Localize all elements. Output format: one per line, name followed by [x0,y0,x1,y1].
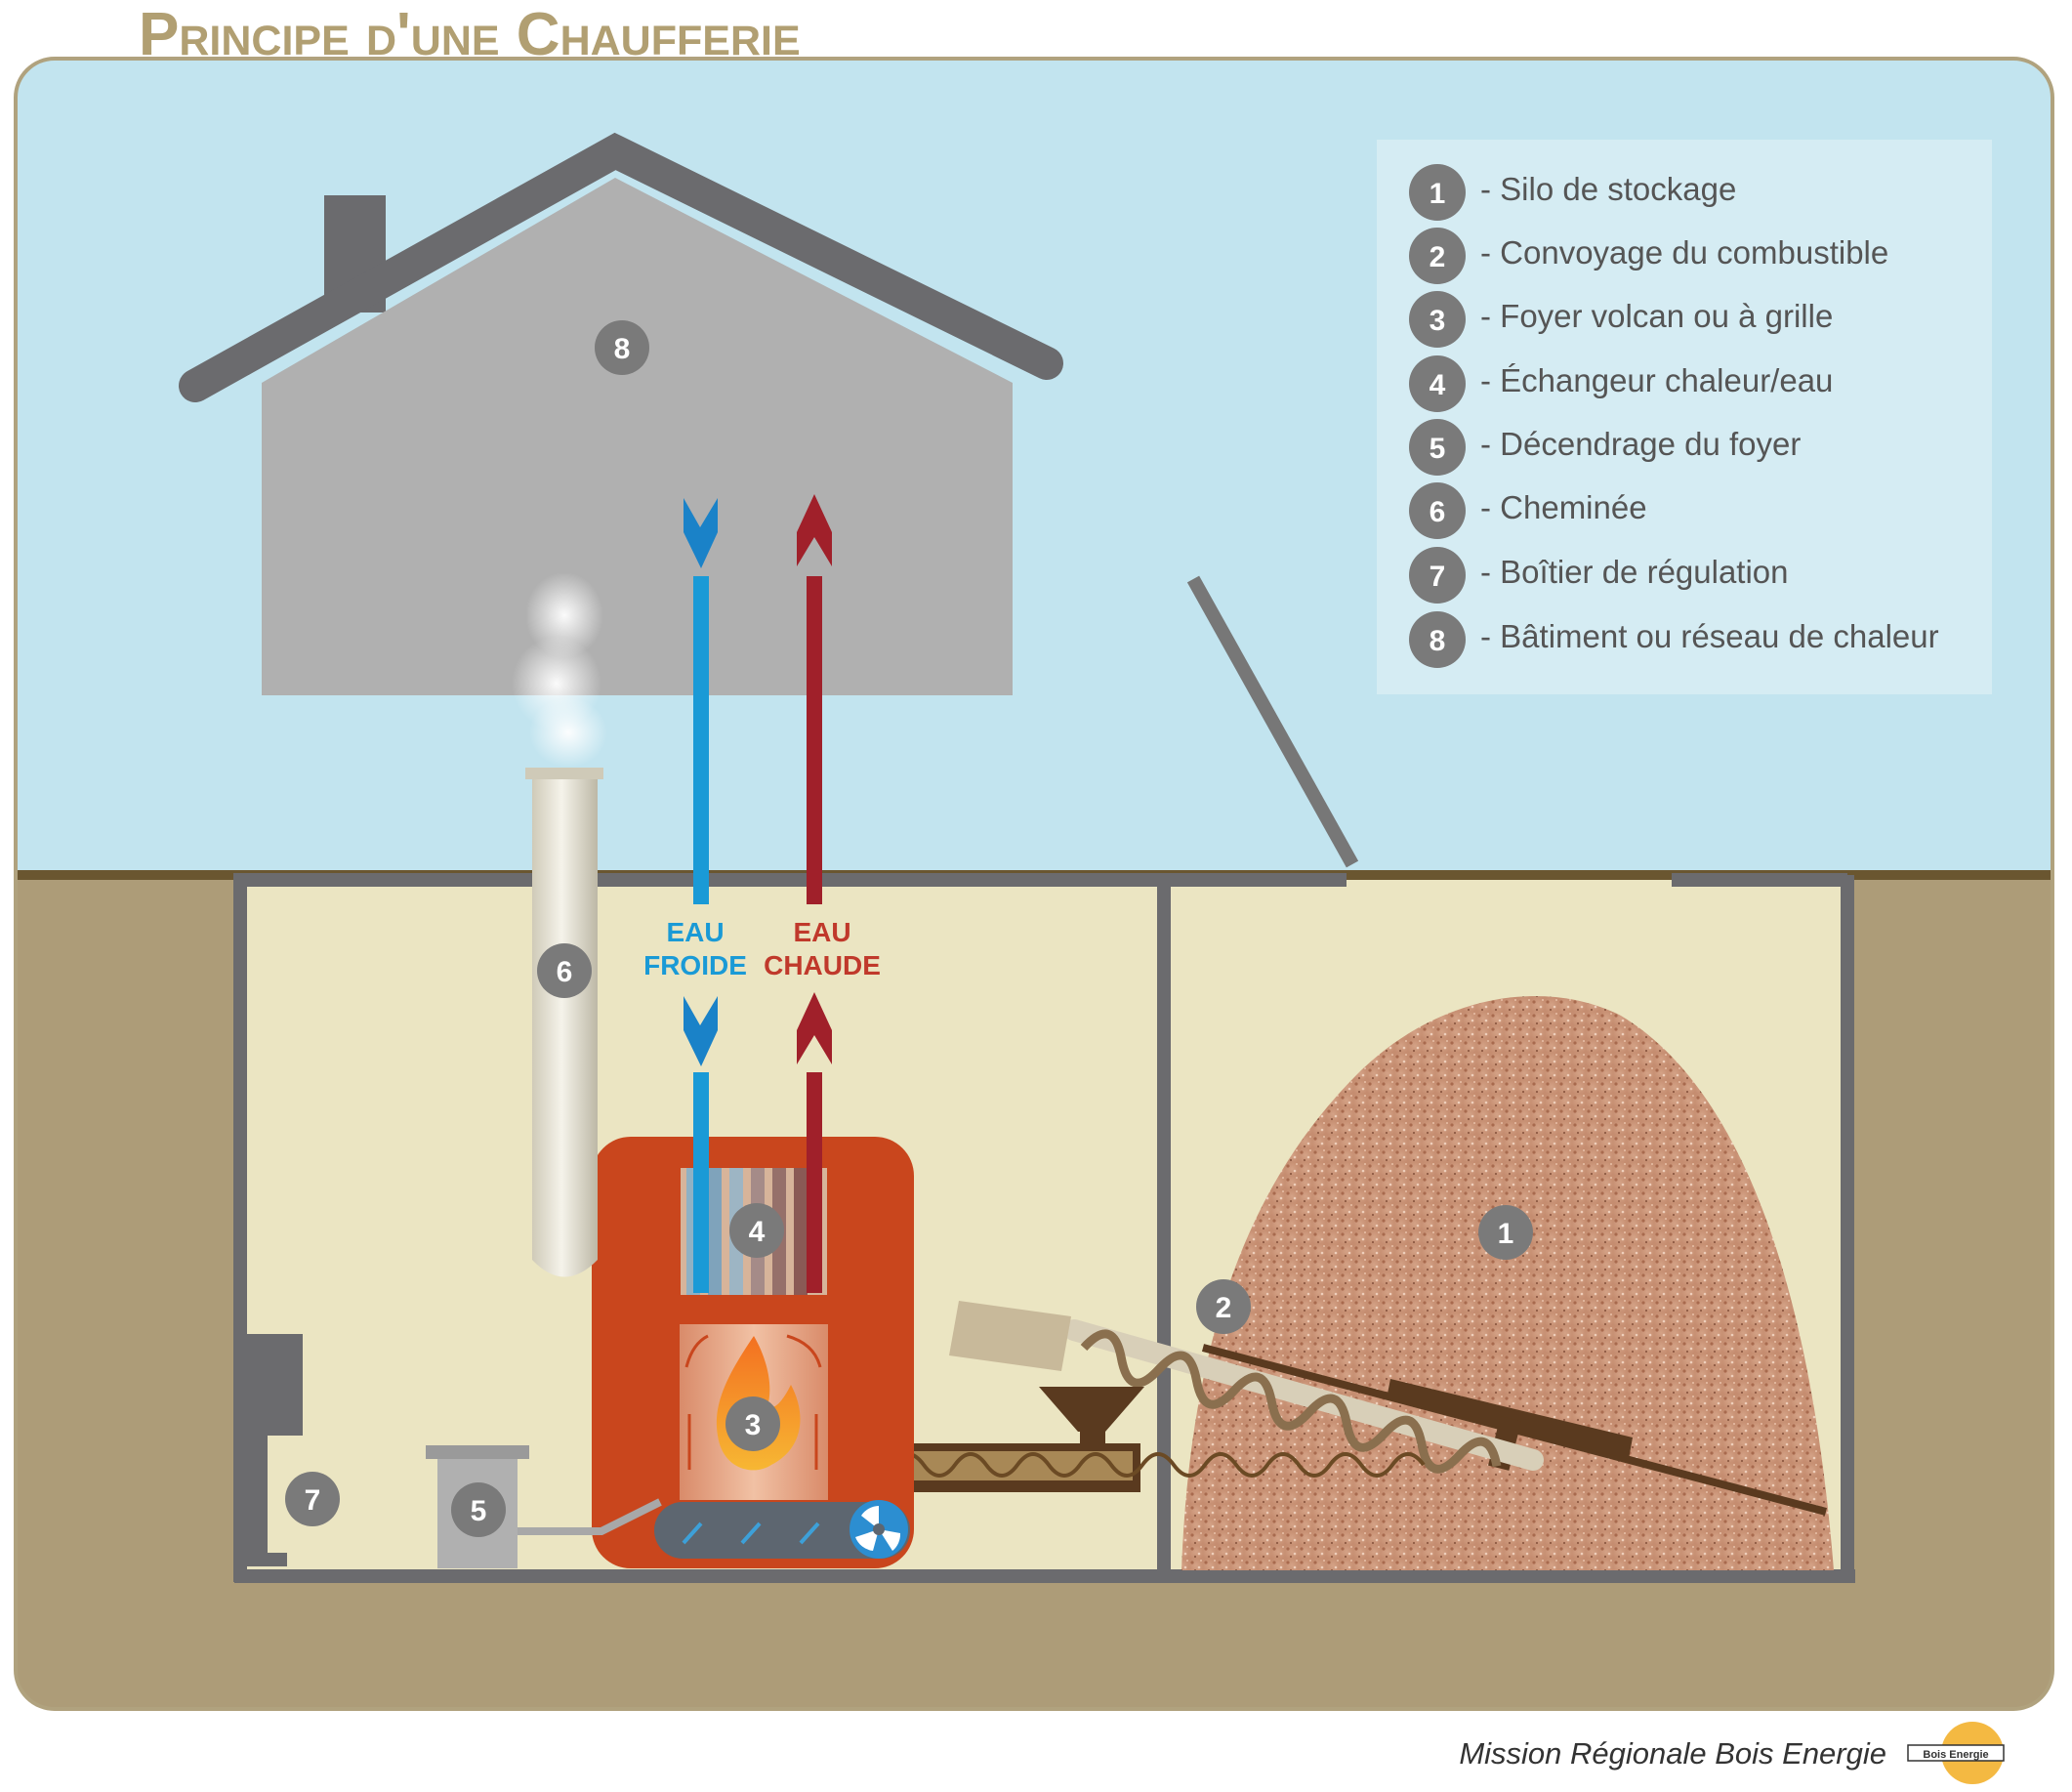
hot-arrow-up [797,494,832,566]
water-pipes: EAU FROIDE EAU CHAUDE [643,494,881,1293]
cold-water-label: FROIDE [643,950,747,980]
svg-text:- Boîtier de régulation: - Boîtier de régulation [1480,554,1789,590]
legend-item-8: 8 - Bâtiment ou réseau de chaleur [1409,611,1939,668]
svg-text:1: 1 [1498,1218,1514,1250]
heat-arrow [684,1334,709,1368]
feed-hopper [1039,1387,1144,1432]
svg-text:- Convoyage du combustible: - Convoyage du combustible [1480,234,1888,271]
marker-chimney: 6 [537,943,592,998]
smoke-puff [525,572,603,658]
svg-text:7: 7 [305,1484,321,1517]
control-box-foot [244,1553,287,1566]
svg-text:- Silo de stockage: - Silo de stockage [1480,171,1736,207]
building [179,132,1063,695]
hot-water-pipe-lower [807,1072,822,1293]
legend-panel [1377,140,1992,694]
bois-energie-logo: Bois Energie [1907,1722,2005,1784]
svg-text:- Foyer volcan ou à grille: - Foyer volcan ou à grille [1480,298,1833,334]
svg-text:5: 5 [471,1495,487,1527]
legend-item-2: 2 - Convoyage du combustible [1409,228,1888,284]
stoker-spiral [828,1452,1426,1478]
hot-water-pipe-upper [807,576,822,904]
control-box-upper [244,1334,303,1436]
control-box [244,1334,303,1566]
cold-water-pipe-upper [693,576,709,904]
svg-text:6: 6 [557,956,573,988]
control-box-rail [244,1436,268,1563]
hot-water-label: EAU [793,917,850,947]
heat-arrow [786,1334,822,1368]
legend-item-6: 6 - Cheminée [1409,482,1647,539]
svg-text:Bois Energie: Bois Energie [1923,1749,1988,1761]
cold-arrow-down [684,996,718,1066]
legend-item-7: 7 - Boîtier de régulation [1409,547,1789,604]
chimney [512,572,607,1277]
legend: 1 - Silo de stockage 2 - Convoyage du co… [1377,140,1992,694]
boiler-room-wall [233,873,1347,1582]
auger-shaft [1063,1319,1544,1471]
air-arrows [682,1521,820,1545]
svg-text:- Bâtiment ou réseau de chaleu: - Bâtiment ou réseau de chaleur [1480,618,1939,654]
house-roof [179,132,1063,402]
marker-building: 8 [595,320,649,375]
smoke-puff [529,697,607,768]
marker-silo: 1 [1478,1205,1533,1260]
ash-duct [516,1498,662,1535]
footer-credit: Mission Régionale Bois Energie [1459,1736,1886,1771]
scene-frame [14,57,2054,1711]
marker-exchanger: 4 [729,1203,784,1258]
svg-text:4: 4 [1430,369,1446,401]
svg-text:3: 3 [1430,305,1446,337]
svg-text:6: 6 [1430,496,1446,528]
cold-arrow-down [684,498,718,568]
svg-text:2: 2 [1430,241,1446,273]
chimney-flue [532,775,598,1277]
marker-conveyor: 2 [1196,1279,1251,1334]
hot-arrow-up [797,992,832,1064]
svg-text:- Décendrage du foyer: - Décendrage du foyer [1480,426,1801,462]
silo-hatch [1186,575,1359,868]
svg-text:- Cheminée: - Cheminée [1480,489,1647,525]
marker-controller: 7 [285,1472,340,1526]
svg-text:5: 5 [1430,433,1446,465]
cold-water-label: EAU [666,917,724,947]
svg-text:7: 7 [1430,561,1446,593]
svg-text:3: 3 [745,1409,762,1441]
boiler [592,1137,914,1568]
exchanger-tube [794,1168,808,1295]
legend-item-3: 3 - Foyer volcan ou à grille [1409,291,1833,348]
chimney-cap [525,768,603,779]
ash-bin-lid [426,1445,529,1459]
fan-hub [873,1523,885,1535]
svg-text:4: 4 [749,1216,766,1248]
legend-item-5: 5 - Décendrage du foyer [1409,419,1801,476]
marker-furnace: 3 [725,1396,780,1451]
svg-text:- Échangeur chaleur/eau: - Échangeur chaleur/eau [1480,362,1833,398]
conveyor [820,1301,1828,1516]
exchanger-tube [708,1168,722,1295]
svg-text:2: 2 [1216,1292,1232,1324]
hot-water-label: CHAUDE [764,950,881,980]
cold-water-pipe-lower [693,1072,709,1293]
svg-text:1: 1 [1430,178,1446,210]
air-box [654,1502,910,1559]
legend-item-1: 1 - Silo de stockage [1409,164,1736,221]
auger-spiral [1080,1329,1502,1474]
marker-ash: 5 [451,1482,506,1537]
svg-text:8: 8 [614,333,631,365]
auger-motor [949,1301,1071,1371]
svg-text:8: 8 [1430,625,1446,657]
legend-item-4: 4 - Échangeur chaleur/eau [1409,355,1833,412]
house-wall [262,178,1013,695]
